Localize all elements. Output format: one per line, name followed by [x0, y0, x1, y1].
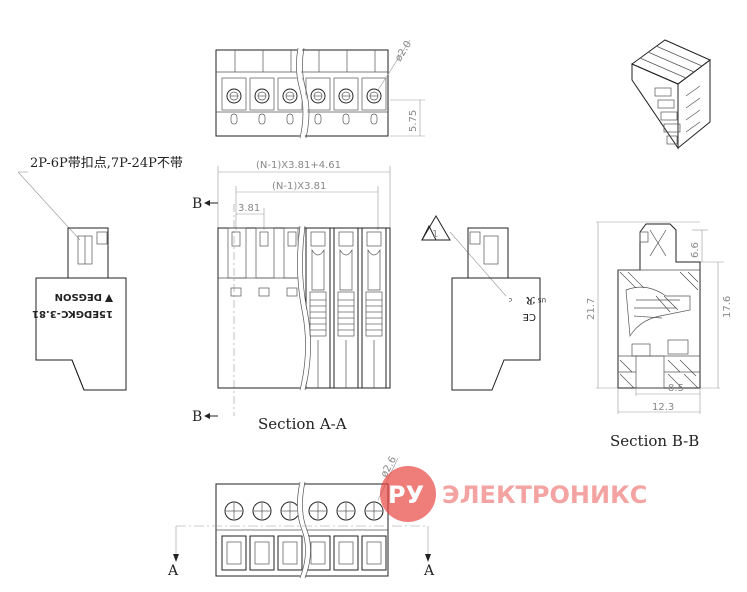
height-top-label: 5.75	[408, 110, 419, 132]
watermark-company: ЭЛЕКТРОНИКС	[442, 481, 647, 509]
ul-logo-icon: ℛ	[526, 294, 535, 305]
section-aa-view: (N-1)X3.81+4.61 (N-1)X3.81 3.81 B B	[192, 160, 391, 433]
dim-pitch-single: 3.81	[238, 203, 260, 214]
marker-b-bottom: B	[192, 409, 202, 425]
watermark-logo-text: РУ	[388, 481, 424, 509]
watermark: РУ ЭЛЕКТРОНИКС	[380, 466, 647, 522]
dim-pitch: (N-1)X3.81	[272, 181, 326, 192]
contact-sections	[305, 228, 387, 388]
right-side-view: 1 CE c US ℛ	[421, 215, 546, 391]
dim-height-total: 21.7	[586, 298, 597, 320]
section-bb-label: Section B-B	[610, 432, 699, 450]
part-number: 15EDGKC-3.81	[32, 308, 113, 319]
dim-gap: 6.6	[690, 242, 701, 258]
warning-number: 1	[432, 229, 438, 240]
marker-a-right: A	[423, 563, 435, 579]
brand-logo-icon	[105, 294, 113, 302]
hole-dia-label: ø2.0	[393, 39, 414, 64]
dim-height-body: 17.6	[722, 296, 733, 318]
left-side-view: 2P-6P带扣点,7P-24P不带 15EDGKC-3.81 DEGSON	[17, 156, 183, 391]
dim-pitch-total: (N-1)X3.81+4.61	[256, 160, 341, 171]
section-aa-label: Section A-A	[258, 415, 347, 433]
mark-us: US	[538, 296, 546, 303]
watermark-logo-icon	[380, 466, 436, 522]
mark-c: c	[509, 296, 512, 303]
section-bb-view: 21.7 17.6 6.6	[586, 221, 733, 450]
brand-name: DEGSON	[55, 291, 102, 302]
mark-ce: CE	[523, 311, 536, 322]
marker-b-top: B	[192, 196, 202, 212]
isometric-view	[630, 39, 711, 150]
dim-width-outer: 12.3	[652, 402, 674, 413]
top-front-view: ø2.0 5.75	[215, 39, 425, 139]
title-note: 2P-6P带扣点,7P-24P不带	[30, 156, 183, 171]
marker-a-left: A	[167, 563, 179, 579]
dim-width-inner: 8.5	[668, 383, 684, 394]
bottom-view: ø2.6 A A	[167, 455, 435, 579]
